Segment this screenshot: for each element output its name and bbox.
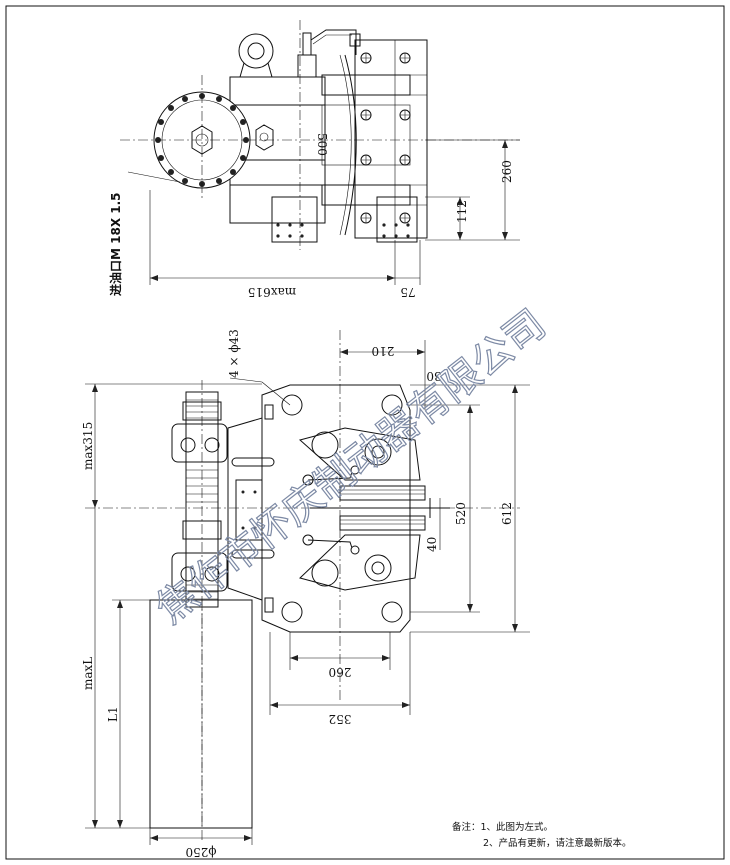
dim-30: 30 <box>426 369 441 383</box>
dim-75: 75 <box>400 285 415 299</box>
flange-bolts <box>155 93 249 187</box>
oil-inlet-label: 进油口M 18X 1.5 <box>108 192 123 296</box>
drawing-border <box>5 5 725 860</box>
dim-L1: L1 <box>106 706 120 722</box>
dim-520: 520 <box>454 502 468 525</box>
lower-bracket <box>171 552 228 592</box>
upper-bracket <box>171 423 228 463</box>
dim-max615: max615 <box>248 285 296 299</box>
dim-112: 112 <box>455 200 469 223</box>
dim-260-front: 260 <box>329 665 352 679</box>
dim-500: 500 <box>315 133 329 156</box>
top-body-upper <box>229 76 326 106</box>
note-line-2: 2、产品有更新，请注意最新版本。 <box>483 837 632 849</box>
dim-612: 612 <box>500 502 514 525</box>
top-right-block <box>354 39 428 239</box>
company-watermark: 焦作市怀庆制动器有限公司 <box>148 301 555 633</box>
note-line-1: 备注：1、此图为左式。 <box>452 821 553 833</box>
hex-nut <box>255 124 274 151</box>
brake-lining-lower <box>339 515 426 531</box>
hydraulic-cylinder <box>149 599 253 829</box>
lifting-eye <box>238 33 274 69</box>
dim-210: 210 <box>372 344 395 358</box>
dim-holes: 4 × ϕ43 <box>227 329 241 378</box>
dim-max315: max315 <box>81 422 95 470</box>
top-foot-right <box>376 196 418 243</box>
dim-40: 40 <box>425 537 439 552</box>
dim-maxL: maxL <box>81 657 95 690</box>
notes: 备注：1、此图为左式。 2、产品有更新，请注意最新版本。 <box>452 821 632 849</box>
top-bolts <box>360 52 411 224</box>
front-view: 4 × ϕ43 210 30 max315 520 612 40 maxL L1… <box>81 329 530 859</box>
top-foot-left <box>271 196 318 243</box>
dim-260-top: 260 <box>500 160 514 183</box>
valve-fitting <box>297 54 317 78</box>
dim-352: 352 <box>329 712 352 726</box>
top-view: 500 260 112 max615 75 进油口M 18X 1.5 <box>108 20 520 299</box>
main-frame <box>261 384 411 633</box>
dim-phi250: ϕ250 <box>185 845 216 859</box>
